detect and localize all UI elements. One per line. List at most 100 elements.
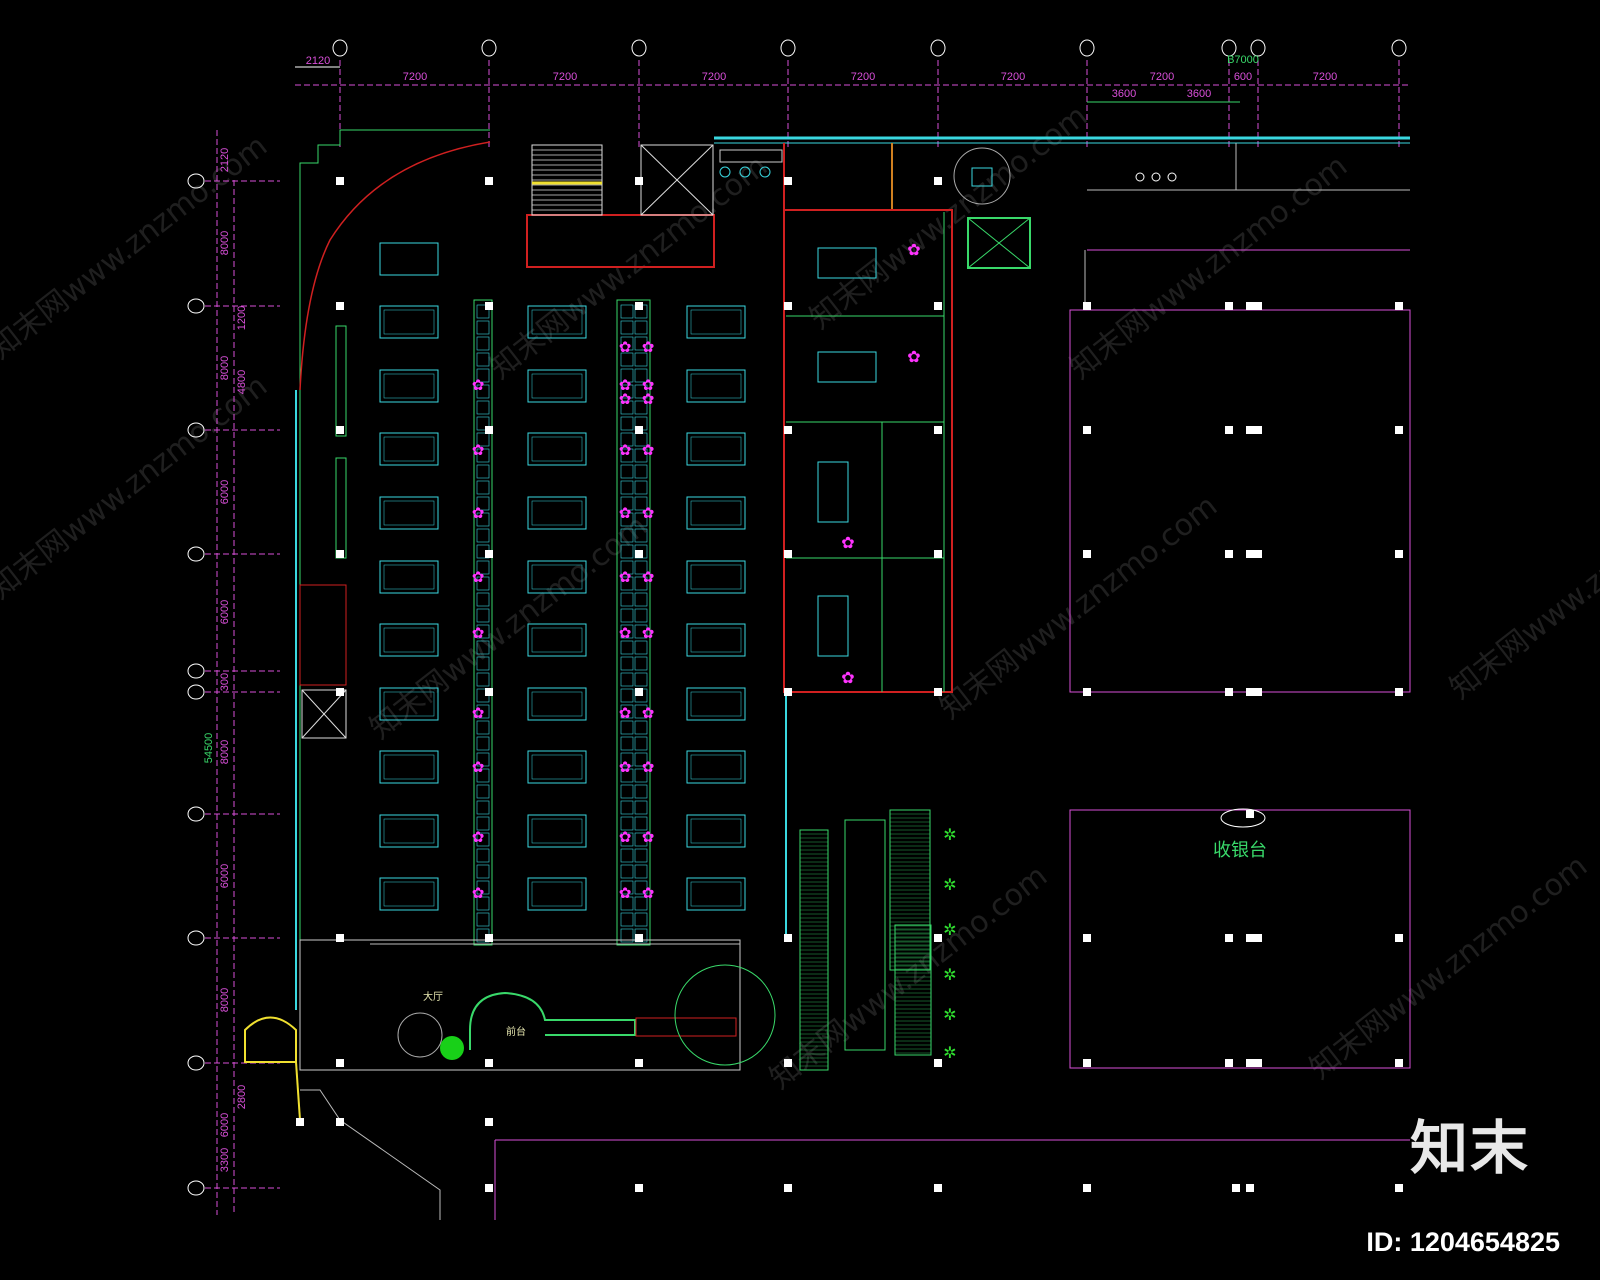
dining-table-inner	[690, 309, 742, 335]
booth-seat	[620, 880, 634, 895]
structural-column	[336, 688, 344, 696]
dimension-label: 7200	[702, 71, 726, 83]
structural-column	[635, 934, 643, 942]
dining-table	[527, 305, 587, 339]
person-figure-icon: ✿	[642, 376, 655, 394]
room-table	[817, 461, 849, 523]
dining-table-inner	[383, 500, 435, 526]
plant-icon: ✲	[943, 965, 956, 984]
booth-seat	[634, 624, 648, 639]
booth-seat	[476, 624, 490, 639]
structural-column	[784, 688, 792, 696]
structural-column	[336, 426, 344, 434]
person-figure-icon: ✿	[619, 390, 632, 408]
structural-column	[485, 1118, 493, 1126]
dimension-label: 300	[219, 673, 231, 691]
structural-column	[336, 1059, 344, 1067]
booth-seat	[634, 800, 648, 815]
dining-table	[379, 560, 439, 594]
booth-seat	[476, 896, 490, 911]
dimension-label: 7200	[1001, 71, 1025, 83]
axis-bubble	[187, 422, 205, 438]
person-figure-icon: ✿	[619, 568, 632, 586]
person-figure-icon: ✿	[619, 704, 632, 722]
dining-table	[686, 432, 746, 466]
structural-column	[1083, 934, 1091, 942]
round-table-area	[953, 147, 1011, 205]
dimension-label: 4800	[236, 370, 248, 394]
booth-seat	[634, 592, 648, 607]
dining-table	[686, 369, 746, 403]
booth-seat	[634, 320, 648, 335]
site-line	[300, 1089, 441, 1220]
dining-table-inner	[690, 818, 742, 844]
booth-seat	[634, 640, 648, 655]
booth-seat	[620, 896, 634, 911]
structural-column	[635, 302, 643, 310]
wall-counter	[335, 325, 347, 437]
person-figure-icon: ✿	[642, 758, 655, 776]
dimension-label: 6000	[219, 864, 231, 888]
person-figure-icon: ✿	[642, 624, 655, 642]
booth-seat	[620, 544, 634, 559]
dining-table	[527, 687, 587, 721]
dining-table-inner	[383, 373, 435, 399]
booth-seat	[620, 432, 634, 447]
booth-seat	[634, 704, 648, 719]
dining-table	[379, 432, 439, 466]
structural-column	[934, 550, 942, 558]
person-figure-icon: ✿	[472, 704, 485, 722]
dining-table-inner	[690, 691, 742, 717]
watermark-text: 知末网www.znzmo.com	[1303, 848, 1594, 1086]
dimension-label: 2800	[236, 1085, 248, 1109]
brand-logo: 知末	[1409, 1114, 1530, 1182]
dining-table	[379, 814, 439, 848]
person-figure-icon: ✿	[472, 376, 485, 394]
dining-table-inner	[690, 373, 742, 399]
dining-table	[686, 877, 746, 911]
person-figure-icon: ✿	[472, 758, 485, 776]
booth-seat	[620, 464, 634, 479]
booth-seat	[620, 480, 634, 495]
dimension-label: 2120	[306, 55, 330, 67]
axis-bubble	[1391, 39, 1407, 57]
booth-seat	[634, 816, 648, 831]
booth-seat	[620, 864, 634, 879]
dimension-label: 6000	[219, 600, 231, 624]
dining-table-inner	[531, 373, 583, 399]
axis-bubble	[1250, 39, 1266, 57]
structural-column	[1083, 302, 1091, 310]
axis-bubble	[481, 39, 497, 57]
axis-bubble	[187, 930, 205, 946]
escalator	[894, 924, 932, 1056]
structural-column	[1246, 426, 1254, 434]
booth-seat	[620, 928, 634, 943]
booth-seat	[620, 656, 634, 671]
structural-column	[934, 426, 942, 434]
structural-column	[1254, 426, 1262, 434]
dimension-label: 8000	[219, 356, 231, 380]
exterior-wall	[299, 129, 490, 1010]
booth-seat	[620, 496, 634, 511]
structural-column	[1395, 426, 1403, 434]
dimension-label: 6000	[219, 1113, 231, 1137]
booth-seat	[476, 496, 490, 511]
booth-seat	[476, 576, 490, 591]
structural-column	[485, 1059, 493, 1067]
dimension-label: 7200	[1150, 71, 1174, 83]
booth-seat	[634, 896, 648, 911]
dining-table	[379, 877, 439, 911]
person-figure-icon: ✿	[642, 338, 655, 356]
structural-column	[1246, 934, 1254, 942]
structural-column	[336, 550, 344, 558]
watermark-text: 知末网www.znzmo.com	[933, 488, 1224, 726]
axis-bubble	[187, 684, 205, 700]
person-figure-icon: ✿	[619, 504, 632, 522]
dining-table	[527, 369, 587, 403]
booth-seat	[620, 576, 634, 591]
service-shaft	[301, 689, 347, 739]
person-figure-icon: ✿	[619, 624, 632, 642]
booth-seat	[476, 784, 490, 799]
plant-icon: ✲	[943, 825, 956, 844]
dimension-label: 3300	[219, 1148, 231, 1172]
